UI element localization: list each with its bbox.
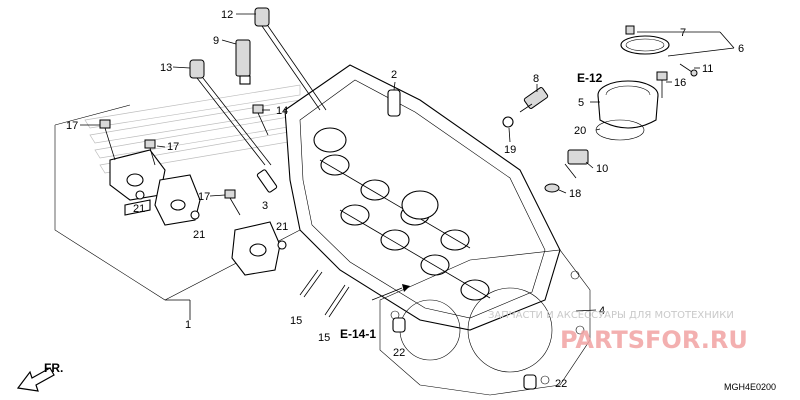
watermark-subtitle: ЗАПЧАСТИ И АКСЕССУАРЫ ДЛЯ МОТОТЕХНИКИ (488, 310, 734, 321)
callout-12: 12 (221, 9, 233, 21)
insulator-5 (597, 80, 659, 129)
bolt-14 (252, 104, 269, 136)
bolt-17-a (99, 119, 116, 161)
callout-7: 7 (680, 27, 686, 39)
diagram-code: MGH4E0200 (724, 382, 776, 392)
callout-17b: 17 (167, 141, 179, 153)
callout-11: 11 (702, 63, 713, 75)
dowel-22-a (392, 317, 406, 333)
callout-21a: 21 (133, 203, 145, 215)
dowel-21-c (277, 240, 287, 250)
washer-19 (502, 116, 514, 128)
callout-16: 16 (674, 77, 686, 89)
dowel-22-b (523, 374, 537, 390)
sensor-8 (519, 87, 549, 113)
front-direction-label: FR. (44, 361, 63, 375)
callout-17a: 17 (66, 120, 78, 132)
callout-14: 14 (276, 105, 288, 117)
reference-e12: E-12 (577, 71, 603, 85)
stud-15-b (324, 284, 350, 318)
cam-holder-mid (154, 174, 201, 226)
screw-11 (679, 63, 698, 77)
callout-19: 19 (504, 144, 516, 156)
callout-17c: 17 (198, 191, 210, 203)
callout-21c: 21 (276, 221, 288, 233)
clamp-6 (620, 35, 670, 55)
screw-7 (625, 25, 635, 35)
callout-20: 20 (574, 125, 586, 137)
cylinder-head-assembly (284, 64, 561, 331)
bolt-17-b (144, 139, 156, 166)
nut-18 (544, 183, 560, 193)
watermark-site: PARTSFOR.RU (560, 326, 748, 354)
callout-2: 2 (391, 69, 397, 81)
bolt-17-c (224, 189, 241, 216)
callout-22b: 22 (555, 378, 567, 390)
stud-15-a (299, 269, 323, 298)
callout-3: 3 (262, 200, 268, 212)
callout-18: 18 (569, 188, 581, 200)
sleeve-2 (387, 89, 401, 117)
dowel-21-a (135, 190, 145, 200)
callout-6: 6 (738, 43, 744, 55)
leader-lines (80, 13, 735, 312)
camshaft-lower (339, 204, 491, 301)
callout-10: 10 (596, 163, 608, 175)
cam-holder-group-outline (54, 104, 301, 320)
stud-13 (189, 59, 272, 166)
callout-15a: 15 (290, 315, 302, 327)
dowel-21-b (190, 210, 200, 220)
bolt-16 (656, 71, 668, 98)
spark-plug-9 (235, 39, 251, 85)
callout-9: 9 (213, 35, 219, 47)
callout-4: 4 (599, 305, 605, 317)
callout-5: 5 (578, 97, 584, 109)
reference-e14-1: E-14-1 (340, 327, 376, 341)
front-direction-arrow-icon (16, 367, 55, 392)
callout-1: 1 (185, 319, 191, 331)
callout-22a: 22 (393, 347, 405, 359)
sensor-10 (564, 149, 589, 179)
cam-holder-right (231, 221, 281, 276)
callout-21b: 21 (193, 229, 205, 241)
sleeve-3 (256, 169, 278, 193)
stud-12 (254, 7, 327, 111)
cam-holder-left (109, 149, 166, 216)
callout-15b: 15 (318, 332, 330, 344)
callout-13: 13 (160, 62, 172, 74)
callout-8: 8 (533, 73, 539, 85)
reference-e14-1-arrow (371, 284, 410, 301)
